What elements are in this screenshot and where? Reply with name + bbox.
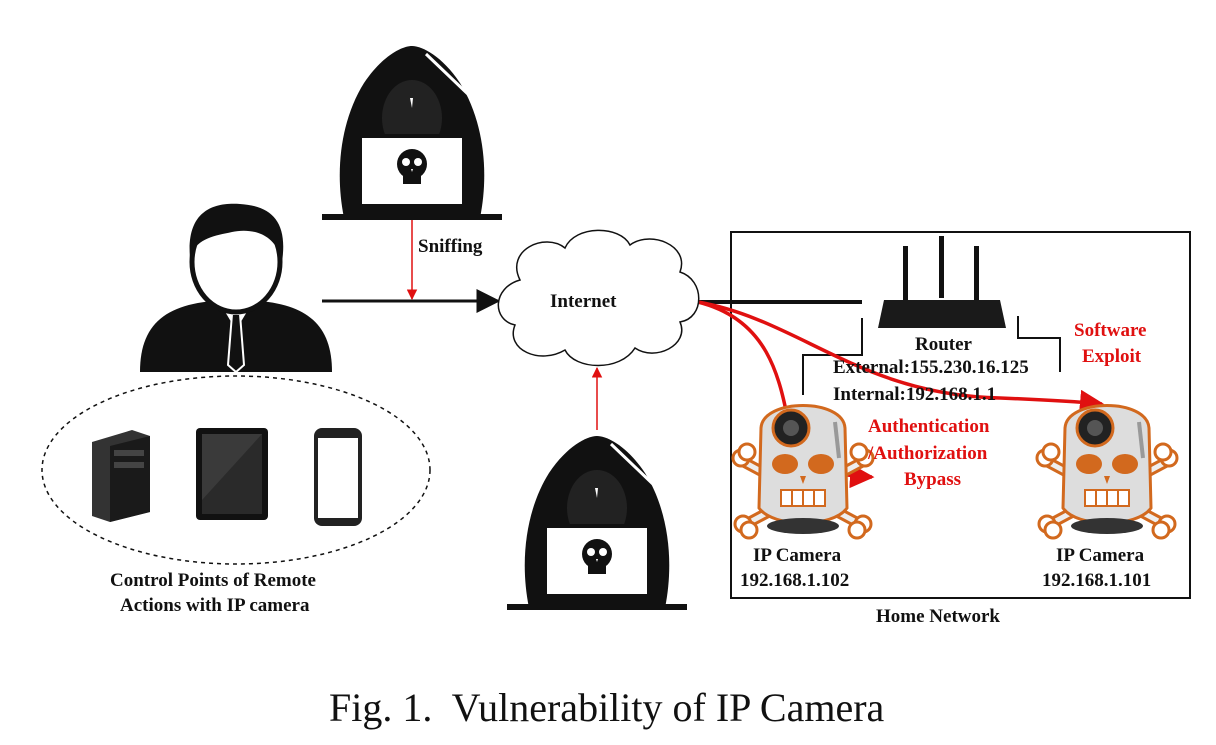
- home-network-label: Home Network: [876, 606, 1000, 627]
- hacker-icon: [320, 44, 504, 222]
- user-icon: [140, 203, 332, 374]
- sniffing-label: Sniffing: [418, 236, 483, 257]
- ip-camera-icon: [731, 403, 875, 540]
- cloud-icon: [497, 229, 700, 367]
- internal-ip-label: Internal:192.168.1.1: [833, 384, 996, 405]
- control-points-label: Actions with IP camera: [120, 595, 310, 616]
- tablet-icon: [196, 428, 268, 520]
- home-network-box: [730, 231, 1191, 599]
- figure-caption: Fig. 1. Vulnerability of IP Camera: [329, 685, 885, 730]
- camera-left-name: IP Camera: [753, 545, 842, 566]
- auth-bypass-label: Bypass: [904, 469, 961, 490]
- auth-bypass-label: /Authorization: [867, 443, 988, 464]
- external-ip-label: External:155.230.16.125: [833, 357, 1029, 378]
- camera-right-name: IP Camera: [1056, 545, 1145, 566]
- internet-label: Internet: [550, 291, 617, 312]
- desktop-tower-icon: [92, 430, 150, 522]
- control-points-label: Control Points of Remote: [110, 570, 316, 591]
- devices-group: [41, 375, 431, 565]
- router-icon: [878, 236, 1006, 328]
- software-exploit-label: Software: [1074, 320, 1146, 341]
- smartphone-icon: [314, 428, 362, 526]
- router-label: Router: [915, 334, 973, 355]
- camera-left-ip: 192.168.1.102: [740, 570, 849, 591]
- camera-right-ip: 192.168.1.101: [1042, 570, 1151, 591]
- ip-camera-icon: [1035, 403, 1179, 540]
- auth-bypass-label: Authentication: [868, 416, 990, 437]
- software-exploit-label: Exploit: [1082, 346, 1142, 367]
- attack-path-right: [697, 300, 1105, 415]
- hacker-icon: [505, 434, 689, 612]
- router-right-wire: [1017, 316, 1061, 372]
